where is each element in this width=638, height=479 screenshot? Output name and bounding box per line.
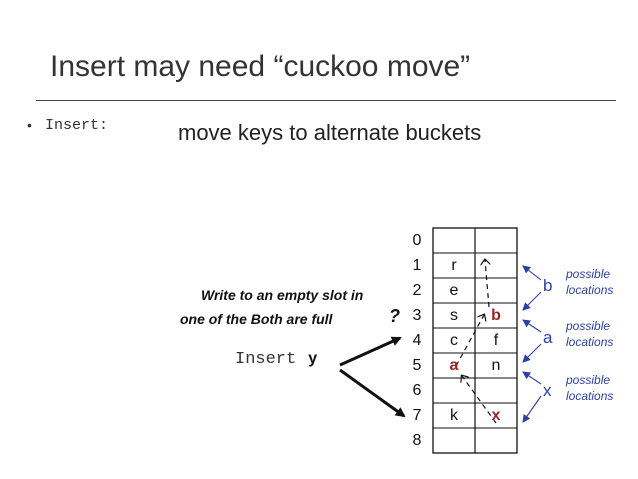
table-cell: r [451, 257, 457, 274]
table-cell: k [450, 407, 458, 424]
title-divider [36, 100, 616, 101]
table-cell: n [491, 357, 501, 374]
table-cell: c [450, 332, 458, 349]
a-pointer-to-bucket-3 [522, 319, 542, 333]
key-label-x: x [543, 381, 552, 400]
table-cell: f [493, 332, 499, 349]
x-pointer-to-bucket-7 [522, 395, 542, 423]
x-pointer-to-bucket-5 [522, 371, 542, 385]
note-line-2: one of the Both are full [180, 311, 333, 327]
possible-locations-a: possible locations [566, 319, 614, 349]
row-index: 2 [412, 282, 422, 299]
note-question-mark: ? [389, 306, 400, 326]
possible-locations-x: possible locations [566, 373, 614, 403]
row-index: 6 [412, 382, 422, 399]
insert-arrow-to-bucket-7 [339, 368, 406, 418]
row-index: 7 [412, 407, 422, 424]
b-pointer-to-bucket-3 [522, 291, 542, 311]
row-index: 5 [412, 357, 422, 374]
cuckoo-move-b-to-1 [485, 260, 489, 308]
row-index: 4 [412, 332, 422, 349]
row-index: 8 [412, 432, 422, 449]
table-row-dividers [433, 252, 517, 429]
key-label-b: b [543, 276, 553, 295]
subtitle: move keys to alternate buckets [178, 120, 482, 145]
table-cell-highlighted: x [491, 407, 501, 424]
table-cell-highlighted: b [491, 307, 501, 324]
bucket-table [432, 227, 518, 454]
key-label-a: a [543, 328, 553, 347]
table-cell: e [449, 282, 459, 299]
bullet-dot: • [27, 117, 32, 133]
bullet-text: Insert: [45, 117, 109, 134]
b-pointer-to-bucket-1 [522, 265, 542, 281]
note-line-1: Write to an empty slot in [201, 287, 364, 303]
table-cell: s [450, 307, 458, 324]
cuckoo-move-a-to-b [455, 315, 484, 367]
insert-key: y [308, 350, 318, 367]
insert-word: Insert [235, 350, 297, 369]
table-cell-highlighted: a [449, 357, 459, 374]
cuckoo-move-x-to-a [462, 376, 497, 424]
row-index: 0 [412, 232, 422, 249]
possible-locations-b: possible locations [566, 267, 614, 297]
slide-title: Insert may need “cuckoo move” [50, 50, 471, 83]
row-index: 3 [412, 307, 422, 324]
a-pointer-to-bucket-5 [522, 343, 542, 363]
insert-arrow-to-bucket-4 [339, 336, 402, 367]
row-index: 1 [412, 257, 422, 274]
